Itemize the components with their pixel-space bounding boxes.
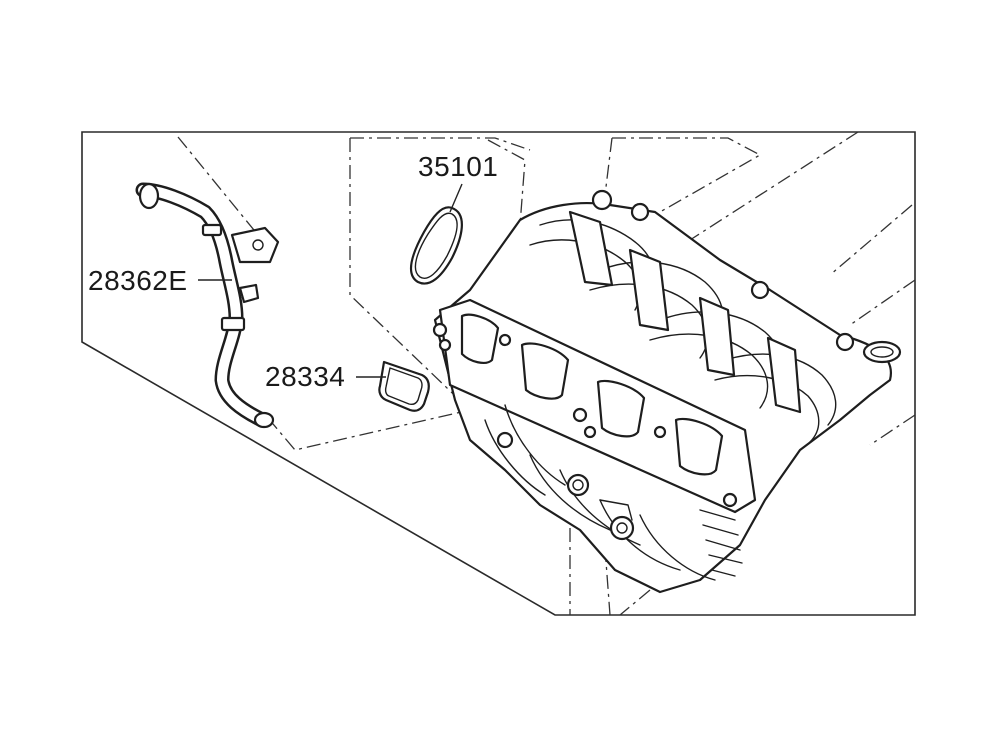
label-hose-part-number: 28362E [88,265,188,296]
hose-assembly [135,182,280,429]
o-ring-part [410,206,463,285]
dashed-reference-lines [177,131,916,616]
label-o-ring-part-number: 35101 [418,151,498,182]
intake-manifold [432,189,902,594]
label-gasket-part-number: 28334 [265,361,345,392]
gasket-part [378,360,430,412]
leader-lines [198,183,463,378]
diagram-frame [81,131,916,616]
